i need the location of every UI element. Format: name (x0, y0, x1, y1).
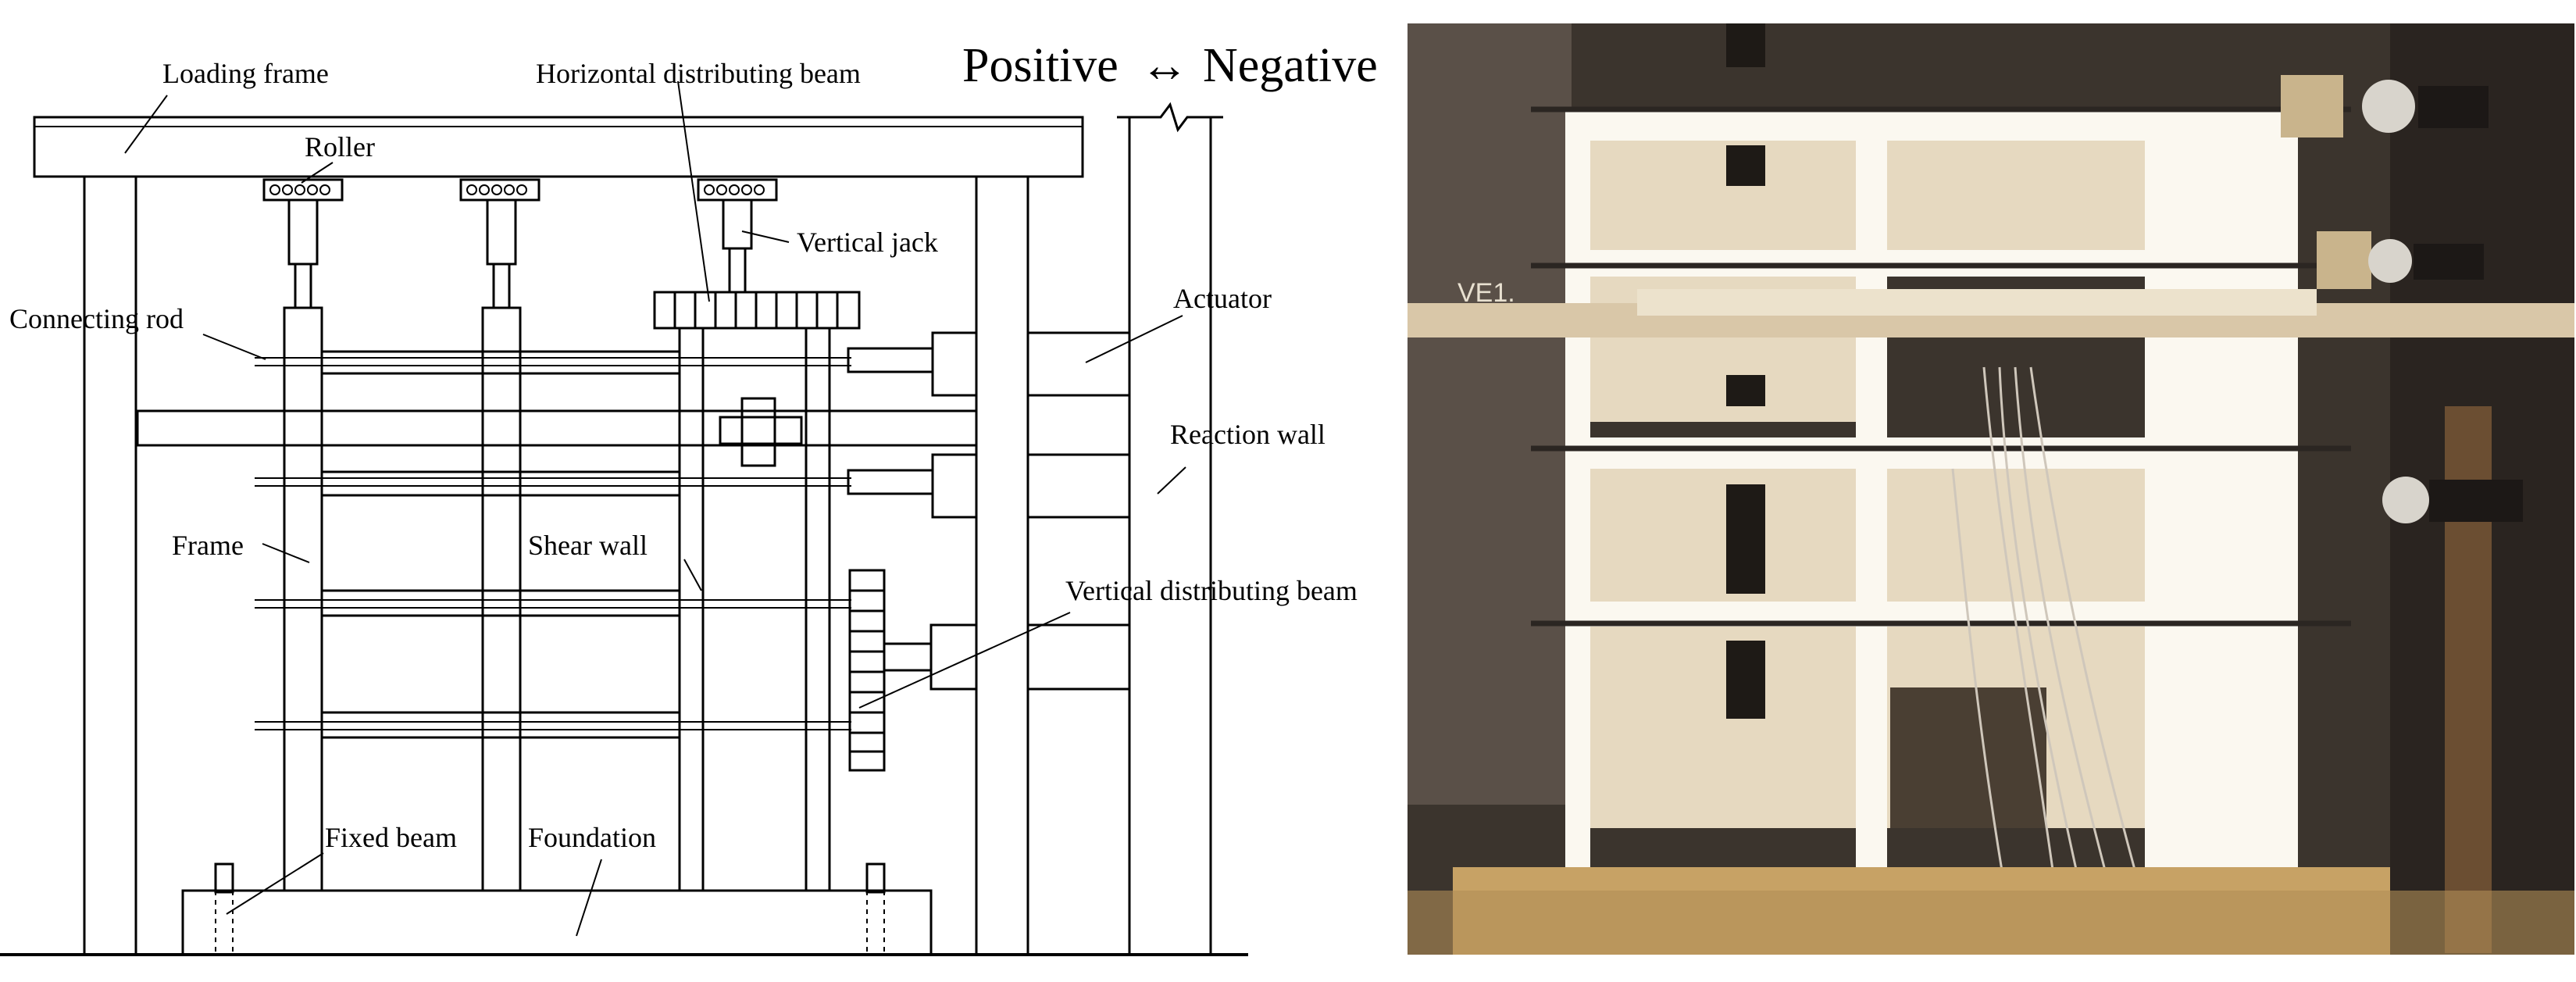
actuator-label: Actuator (1173, 283, 1272, 314)
loading-frame (33, 116, 1084, 956)
positive-label: Positive (962, 39, 1119, 92)
connecting-rod-label: Connecting rod (9, 303, 184, 334)
schematic-drawing (0, 80, 1248, 956)
loading-direction: Positive ↔ Negative (962, 39, 1378, 92)
vertical-distributing-beam-label: Vertical distributing beam (1065, 575, 1358, 606)
wall-openings (1726, 23, 2046, 828)
roller-label: Roller (305, 131, 375, 162)
foundation-label: Foundation (528, 822, 656, 853)
loading-frame-label: Loading frame (162, 58, 329, 89)
test-photo: VE1. (1408, 23, 2574, 955)
fixed-beam-label: Fixed beam (325, 822, 457, 853)
storey-beams (322, 350, 680, 739)
vertical-jack-label: Vertical jack (797, 227, 938, 258)
double-arrow-icon: ↔ (1140, 39, 1189, 92)
reaction-wall (1117, 102, 1223, 955)
photo-connecting-rods (1531, 106, 2351, 627)
lab-board-text: VE1. (1457, 278, 1515, 308)
vertical-distributing-beam (848, 569, 886, 772)
horizontal-distributing-beam-label: Horizontal distributing beam (536, 58, 861, 89)
connecting-rods (255, 357, 851, 730)
lab-back-wall (1408, 23, 1572, 805)
photo-actuators (2281, 75, 2523, 523)
shear-wall-label: Shear wall (528, 530, 648, 561)
leader-lines (124, 80, 1186, 937)
transverse-beam (136, 409, 978, 447)
frame-label: Frame (172, 530, 244, 561)
steel-beam-upper (1637, 289, 2317, 316)
cross-loading-block (719, 397, 803, 467)
rollers (262, 178, 778, 202)
schematic-labels: Loading frame Roller Horizontal distribu… (9, 58, 1358, 853)
foundation (181, 862, 933, 956)
negative-label: Negative (1203, 39, 1378, 92)
horizontal-distributing-beam (653, 291, 861, 330)
photo-floor (1408, 891, 2574, 955)
actuators (847, 331, 1131, 691)
reaction-wall-label: Reaction wall (1170, 419, 1325, 450)
